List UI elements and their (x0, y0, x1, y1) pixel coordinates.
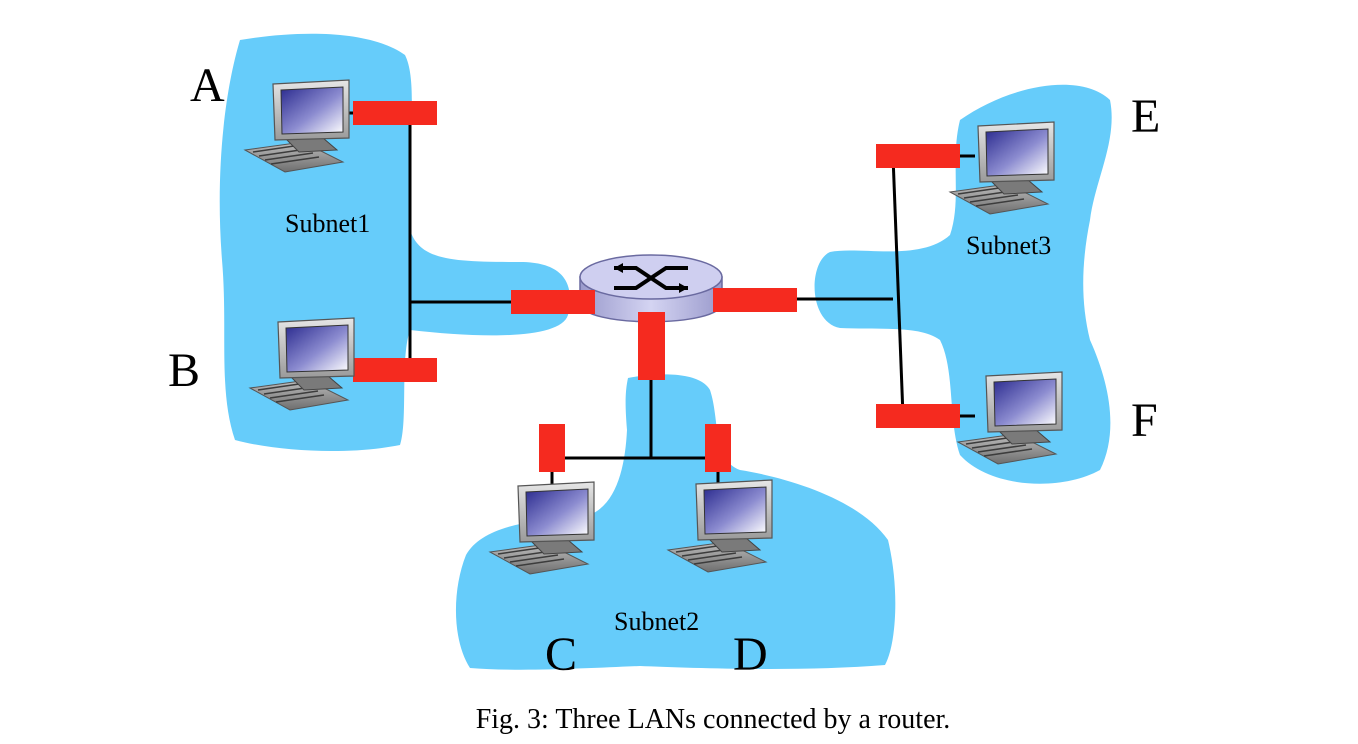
host-d-label: D (733, 628, 768, 681)
subnet2-label: Subnet2 (614, 607, 699, 636)
adapter-host-d (705, 424, 731, 472)
host-f-label: F (1131, 394, 1158, 447)
subnet3-bus (891, 155, 905, 417)
adapter-host-a (353, 101, 437, 125)
subnet3-cloud (814, 84, 1112, 484)
adapter-host-c (539, 424, 565, 472)
adapter-router-subnet2 (638, 312, 665, 380)
host-c-label: C (545, 628, 577, 681)
adapter-router-subnet3 (713, 288, 797, 312)
adapter-router-subnet1 (511, 290, 595, 314)
subnet1-label: Subnet1 (285, 209, 370, 238)
adapter-host-e (876, 144, 960, 168)
subnet3-label: Subnet3 (966, 231, 1051, 260)
host-b-label: B (168, 344, 200, 397)
adapter-host-b (353, 358, 437, 382)
host-a-label: A (190, 59, 225, 112)
router-icon (579, 254, 723, 323)
figure-caption: Fig. 3: Three LANs connected by a router… (476, 704, 951, 735)
host-e-label: E (1131, 90, 1160, 143)
adapter-host-f (876, 404, 960, 428)
subnet2-cloud (455, 374, 896, 670)
